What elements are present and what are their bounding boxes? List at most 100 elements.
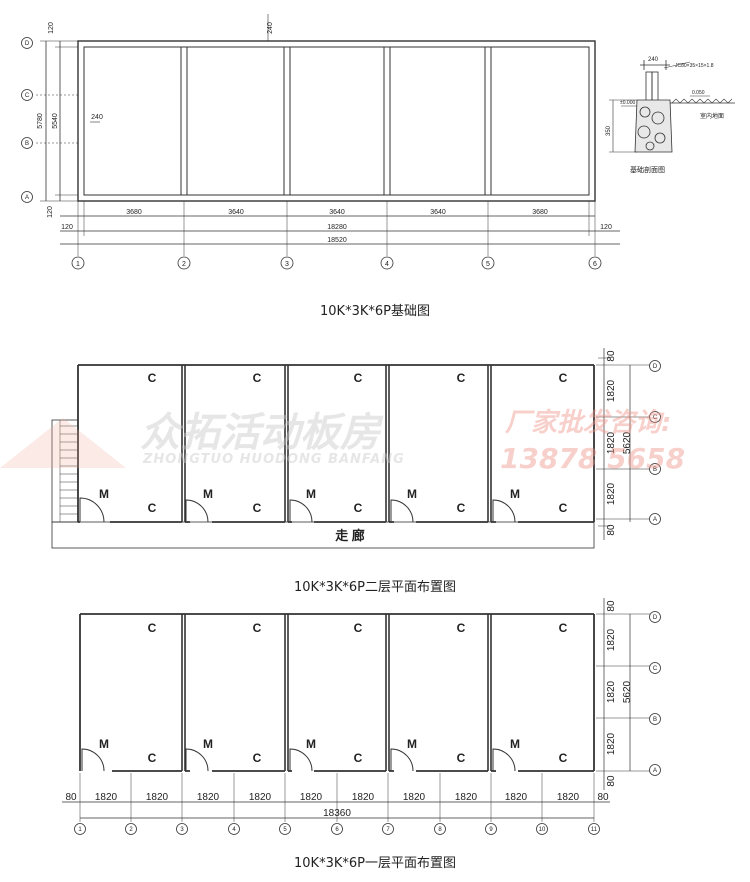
section-level-ground: 0.050 [692,90,705,96]
door-mark-1f-2: M [203,737,213,751]
2f-axis-C [649,411,661,423]
first-floor-plan [62,598,650,822]
1f-right-dim-2: 1820 [606,628,617,651]
2f-right-dim-2: 1820 [606,379,617,402]
1f-right-dim-5: 80 [606,775,617,787]
foundation-bay-dim-5: 3680 [532,209,548,216]
svg-text:4: 4 [232,827,236,833]
svg-text:6: 6 [593,261,597,268]
1f-col-axis-10 [536,823,548,835]
1f-bottom-total: 18360 [323,808,351,819]
1f-bottom-dim-11: 1820 [557,792,580,803]
stone-footing [634,99,673,153]
foundation-col-axis-6 [588,256,602,270]
1f-bottom-dim-6: 1820 [300,792,323,803]
section-width-dim: 240 [648,57,659,63]
window-mark-2f-top-4: C [457,371,466,385]
door-mark-1f-1: M [99,737,109,751]
window-mark-1f-top-4: C [457,621,466,635]
2f-axis-B [649,463,661,475]
1f-col-axis-1 [74,823,86,835]
1f-bottom-dim-7: 1820 [352,792,375,803]
door-swing-1f-2 [185,748,209,772]
svg-text:C: C [653,666,658,672]
steel-column [645,71,653,103]
window-mark-1f-bottom-1: C [148,751,157,765]
1f-bottom-dim-3: 1820 [146,792,169,803]
svg-text:A: A [653,768,657,774]
svg-text:D: D [653,364,658,370]
foundation-bay-dim-2: 3640 [228,209,244,216]
2f-right-dim-1: 80 [606,350,617,362]
2f-right-dim-5: 80 [606,524,617,536]
foundation-inner-total: 18280 [327,224,347,231]
svg-text:6: 6 [335,827,339,833]
foundation-axis-label-B: B [25,141,29,147]
1f-bottom-dim-9: 1820 [455,792,478,803]
foundation-top-dim: 240 [267,22,274,34]
svg-text:11: 11 [591,827,598,833]
door-mark-2f-1: M [99,487,109,501]
svg-text:7: 7 [386,827,390,833]
foundation-inner-wall-dim: 240 [91,114,103,121]
1f-axis-C [649,662,661,674]
svg-text:9: 9 [489,827,493,833]
door-mark-2f-5: M [510,487,520,501]
door-swing-2f-2 [185,499,209,523]
section-spec-label: JC80×35×15×1.8 [675,63,714,69]
window-mark-2f-bottom-1: C [148,501,157,515]
foundation-col-axis-3 [280,256,294,270]
foundation-end-right: 120 [600,224,612,231]
svg-text:1: 1 [76,261,80,268]
door-mark-1f-4: M [407,737,417,751]
window-mark-2f-top-2: C [253,371,262,385]
door-swing-2f-3 [289,499,313,523]
1f-col-axis-5 [279,823,291,835]
svg-text:3: 3 [285,261,289,268]
window-mark-2f-bottom-2: C [253,501,262,515]
foundation-height-total: 5780 [37,113,44,129]
1f-bottom-dim-10: 1820 [505,792,528,803]
first-floor-caption: 10K*3K*6P一层平面布置图 [294,856,456,871]
foundation-axis-B [21,137,33,149]
svg-text:B: B [653,717,657,723]
window-mark-1f-top-5: C [559,621,568,635]
1f-axis-D [649,611,661,623]
1f-bottom-dim-1: 80 [65,792,77,803]
1f-bottom-dim-5: 1820 [249,792,272,803]
1f-col-axis-4 [228,823,240,835]
foundation-top-wall-dim: 120 [48,22,55,34]
svg-text:2: 2 [129,827,133,833]
window-mark-2f-top-1: C [148,371,157,385]
section-caption: 基础剖面图 [630,165,665,174]
window-mark-1f-top-1: C [148,621,157,635]
window-mark-1f-bottom-5: C [559,751,568,765]
svg-text:8: 8 [438,827,442,833]
1f-right-dim-1: 80 [606,600,617,612]
foundation-overall-total: 18520 [327,237,347,244]
1f-col-axis-2 [125,823,137,835]
svg-text:2: 2 [182,261,186,268]
door-swing-1f-4 [390,748,414,772]
1f-bottom-dim-2: 1820 [95,792,118,803]
foundation-axis-label-A: A [25,195,29,201]
window-mark-2f-bottom-5: C [559,501,568,515]
foundation-bay-dim-1: 3680 [126,209,142,216]
svg-text:D: D [653,615,658,621]
1f-bottom-dim-12: 80 [597,792,609,803]
foundation-col-axis-4 [380,256,394,270]
foundation-bay-dim-3: 3640 [329,209,345,216]
watermark-phone: 13878 5658 [500,442,686,475]
window-mark-1f-top-3: C [354,621,363,635]
window-mark-2f-bottom-3: C [354,501,363,515]
1f-right-total: 5620 [622,680,633,703]
foundation-bottom-wall-dim: 120 [47,206,54,218]
watermark-pinyin: ZHONGTUO HUODONG BANFANG [143,452,405,467]
second-floor-caption: 10K*3K*6P二层平面布置图 [294,580,456,595]
foundation-axis-D [21,37,33,49]
door-swing-2f-5 [492,499,516,523]
door-mark-1f-3: M [306,737,316,751]
window-mark-1f-bottom-2: C [253,751,262,765]
svg-text:5: 5 [283,827,287,833]
